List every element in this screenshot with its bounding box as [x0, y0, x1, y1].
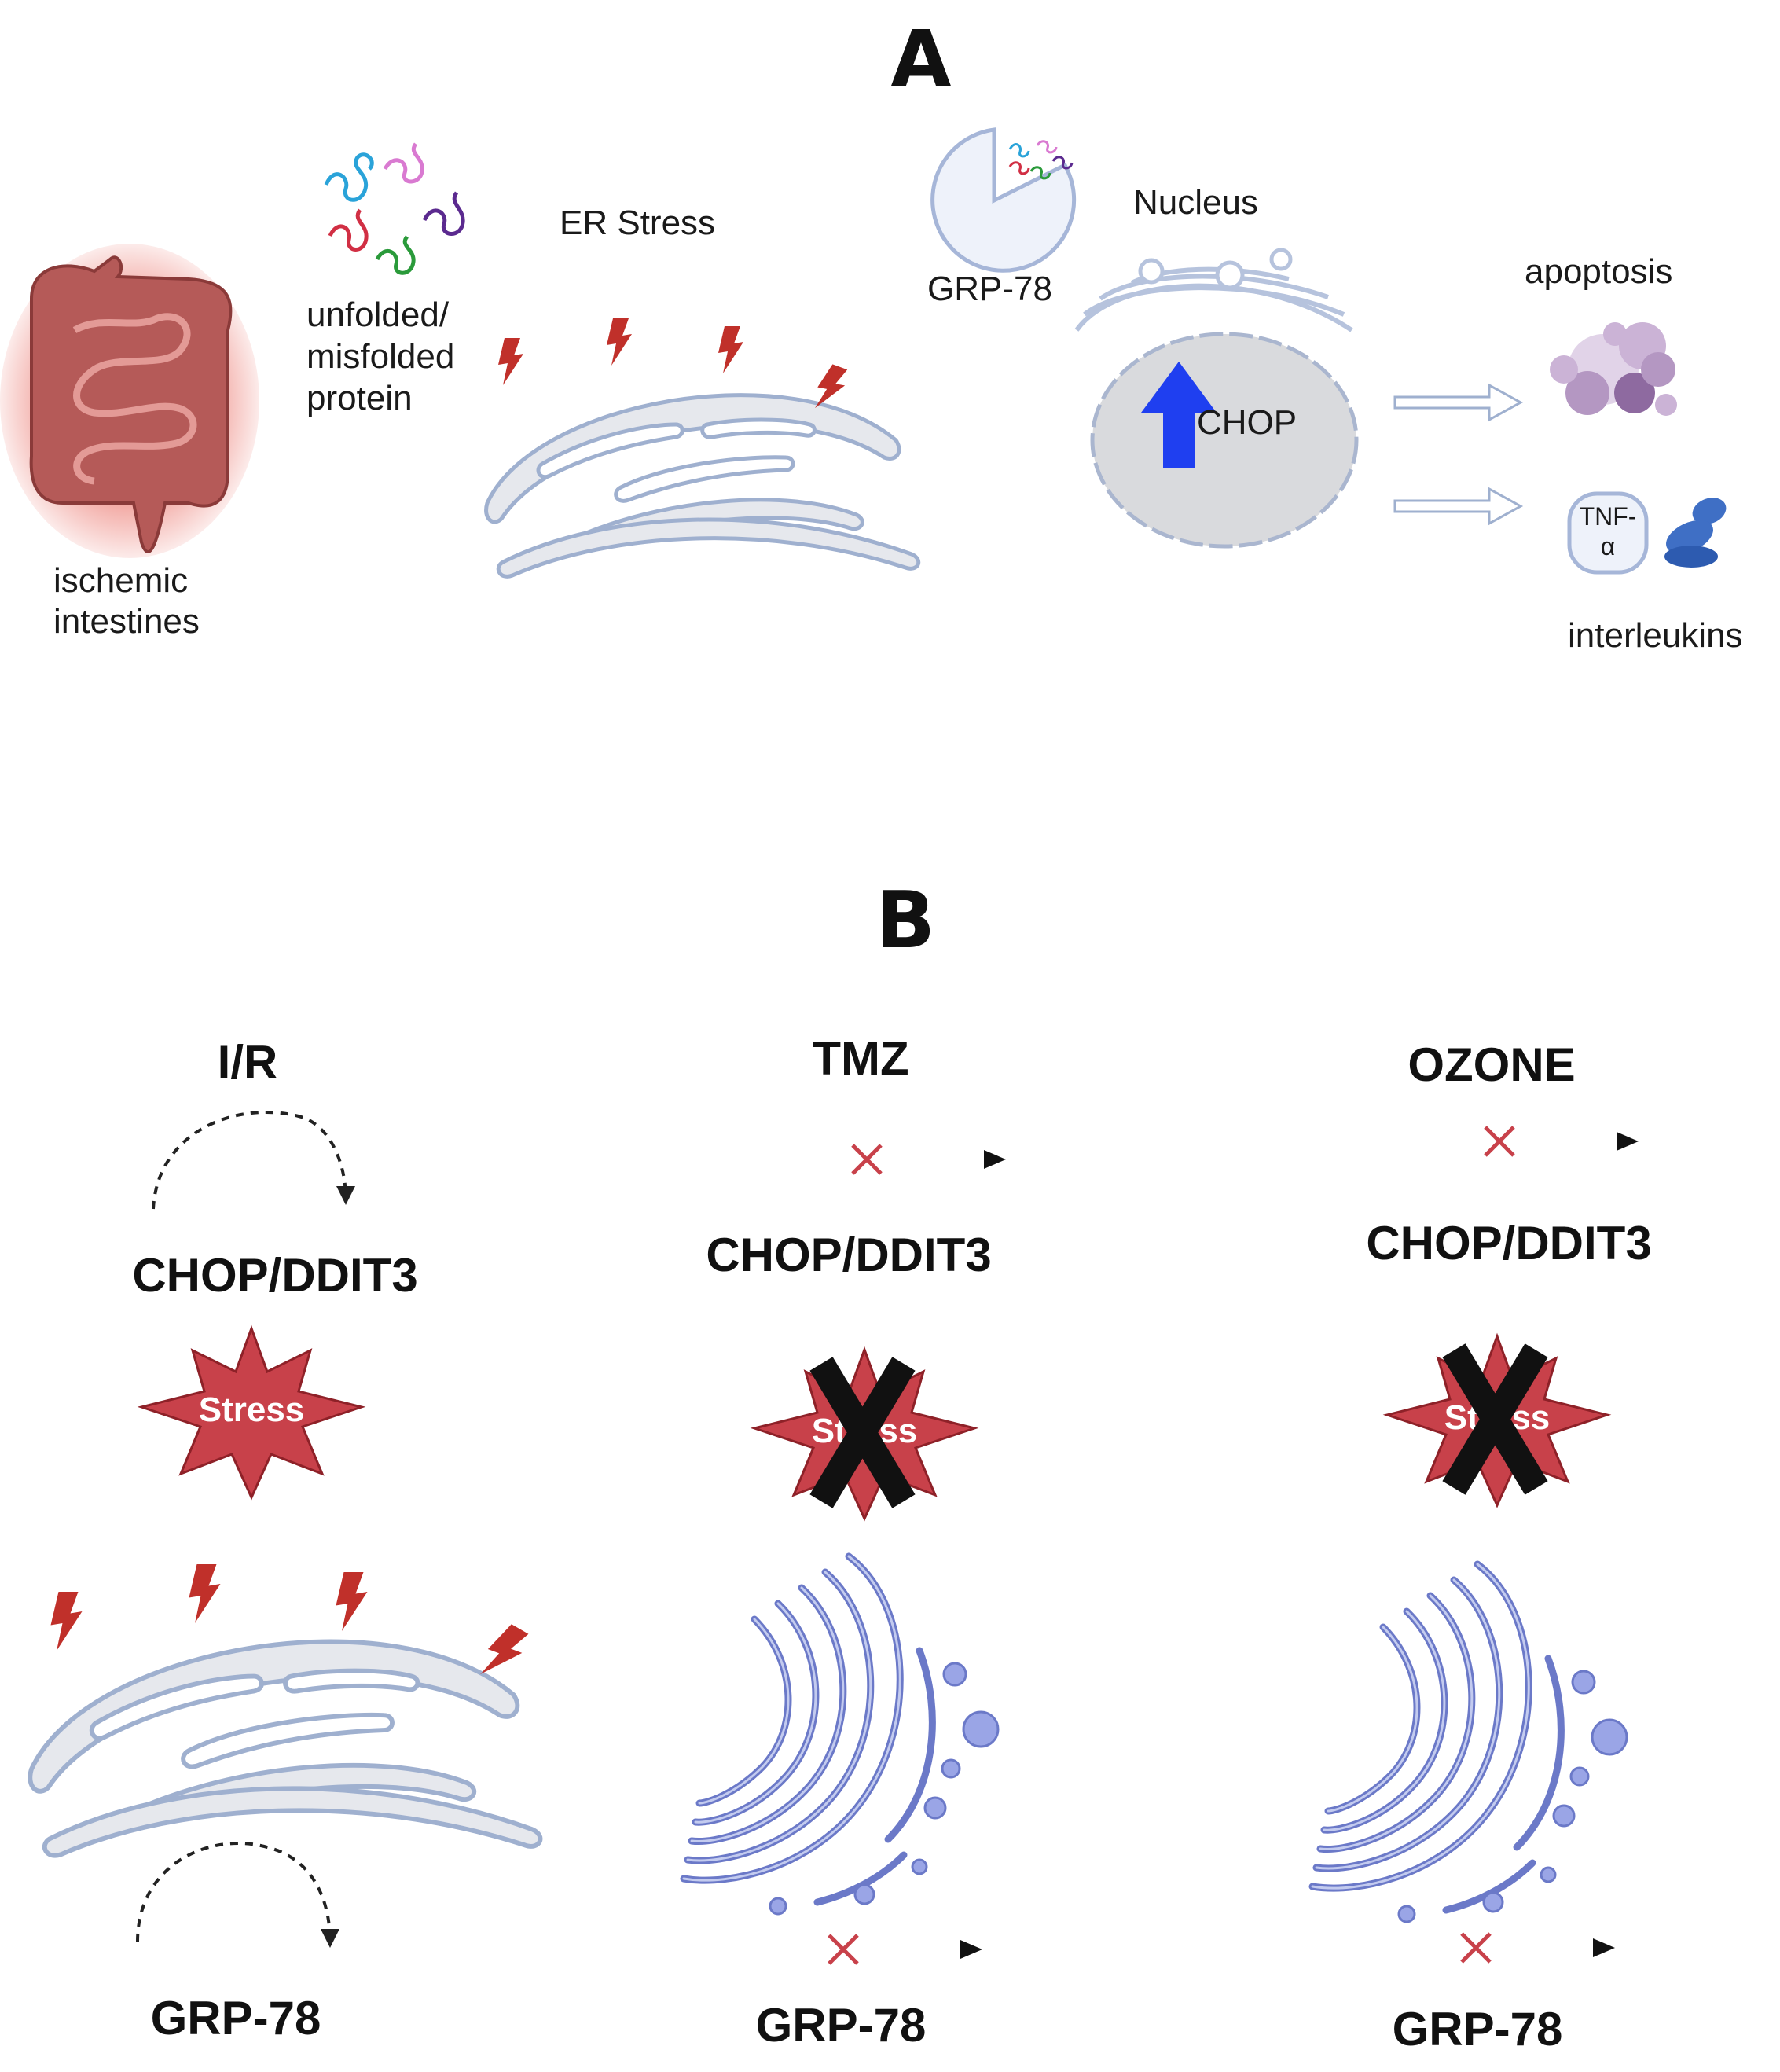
unfolded-protein-line2: misfolded	[306, 337, 454, 376]
chop-upregulation-arrow	[1141, 362, 1217, 468]
inhibited-arrow-ozone-top	[1363, 1127, 1639, 1155]
column-ozone-target: GRP-78	[1393, 2003, 1563, 2055]
column-tmz-gene: CHOP/DDIT3	[706, 1229, 991, 1281]
grp78-chaperone-icon	[930, 127, 1077, 273]
ischemic-intestines-line2: intestines	[53, 602, 200, 641]
interleukin-icon	[1664, 498, 1727, 568]
nucleus-label: Nucleus	[1133, 183, 1258, 222]
column-ozone-gene: CHOP/DDIT3	[1366, 1217, 1651, 1269]
er-stress-label: ER Stress	[560, 204, 715, 242]
inhibited-arrow-tmz-bottom	[707, 1935, 982, 1964]
column-ozone-title: OZONE	[1407, 1038, 1575, 1091]
stress-label-ir: Stress	[199, 1391, 305, 1429]
dashed-loop-arrow-top	[152, 1111, 355, 1210]
panel-a-label: A	[890, 13, 951, 105]
er-stressed-icon	[486, 318, 919, 576]
stress-burst-icon: Stress	[140, 1327, 363, 1499]
intestine-icon	[0, 244, 259, 558]
unfolded-protein-line1: unfolded/	[306, 296, 450, 334]
ischemic-intestines-line1: ischemic	[53, 561, 188, 600]
nucleus-icon	[1074, 248, 1359, 549]
x-cross-icon-ozone	[1442, 1343, 1548, 1495]
column-tmz: TMZ CHOP/DDIT3 Stress GRP-78	[684, 1032, 1006, 2052]
interleukins-label: interleukins	[1568, 616, 1743, 655]
column-ir-target: GRP-78	[151, 1992, 321, 2044]
tnf-line1: TNF-	[1580, 502, 1637, 531]
er-stressed-icon-b	[30, 1564, 540, 1856]
apoptosis-label: apoptosis	[1525, 252, 1672, 291]
column-ozone: OZONE CHOP/DDIT3 Stress GRP-78	[1312, 1038, 1652, 2055]
panel-b-label: B	[875, 874, 935, 966]
arrow-to-interleukins	[1393, 487, 1524, 526]
column-ir-gene: CHOP/DDIT3	[132, 1249, 417, 1302]
rough-er-icon	[684, 1556, 998, 1914]
misfolded-protein-icon	[324, 142, 465, 275]
rough-er-icon-ozone	[1312, 1564, 1627, 1922]
column-ir-title: I/R	[218, 1036, 278, 1089]
column-tmz-target: GRP-78	[756, 1999, 927, 2052]
tnf-line2: α	[1601, 532, 1616, 560]
grp78-label: GRP-78	[927, 270, 1052, 308]
tnf-alpha-icon: TNF- α	[1567, 491, 1649, 575]
stress-burst-inhibited-icon-ozone: Stress	[1385, 1335, 1609, 1507]
column-ir: I/R CHOP/DDIT3 Stress GRP-78	[30, 1036, 540, 2044]
inhibited-arrow-ozone-bottom	[1340, 1934, 1615, 1962]
stress-burst-inhibited-icon: Stress	[753, 1348, 976, 1520]
unfolded-protein-line3: protein	[306, 379, 413, 417]
x-cross-icon	[809, 1357, 916, 1508]
inhibited-arrow-tmz-top	[731, 1145, 1006, 1174]
chop-label: CHOP	[1197, 403, 1297, 442]
column-tmz-title: TMZ	[812, 1032, 908, 1085]
arrow-to-apoptosis	[1393, 383, 1524, 422]
dashed-loop-arrow-bottom	[136, 1842, 339, 1948]
apoptotic-cell-icon	[1550, 322, 1677, 416]
